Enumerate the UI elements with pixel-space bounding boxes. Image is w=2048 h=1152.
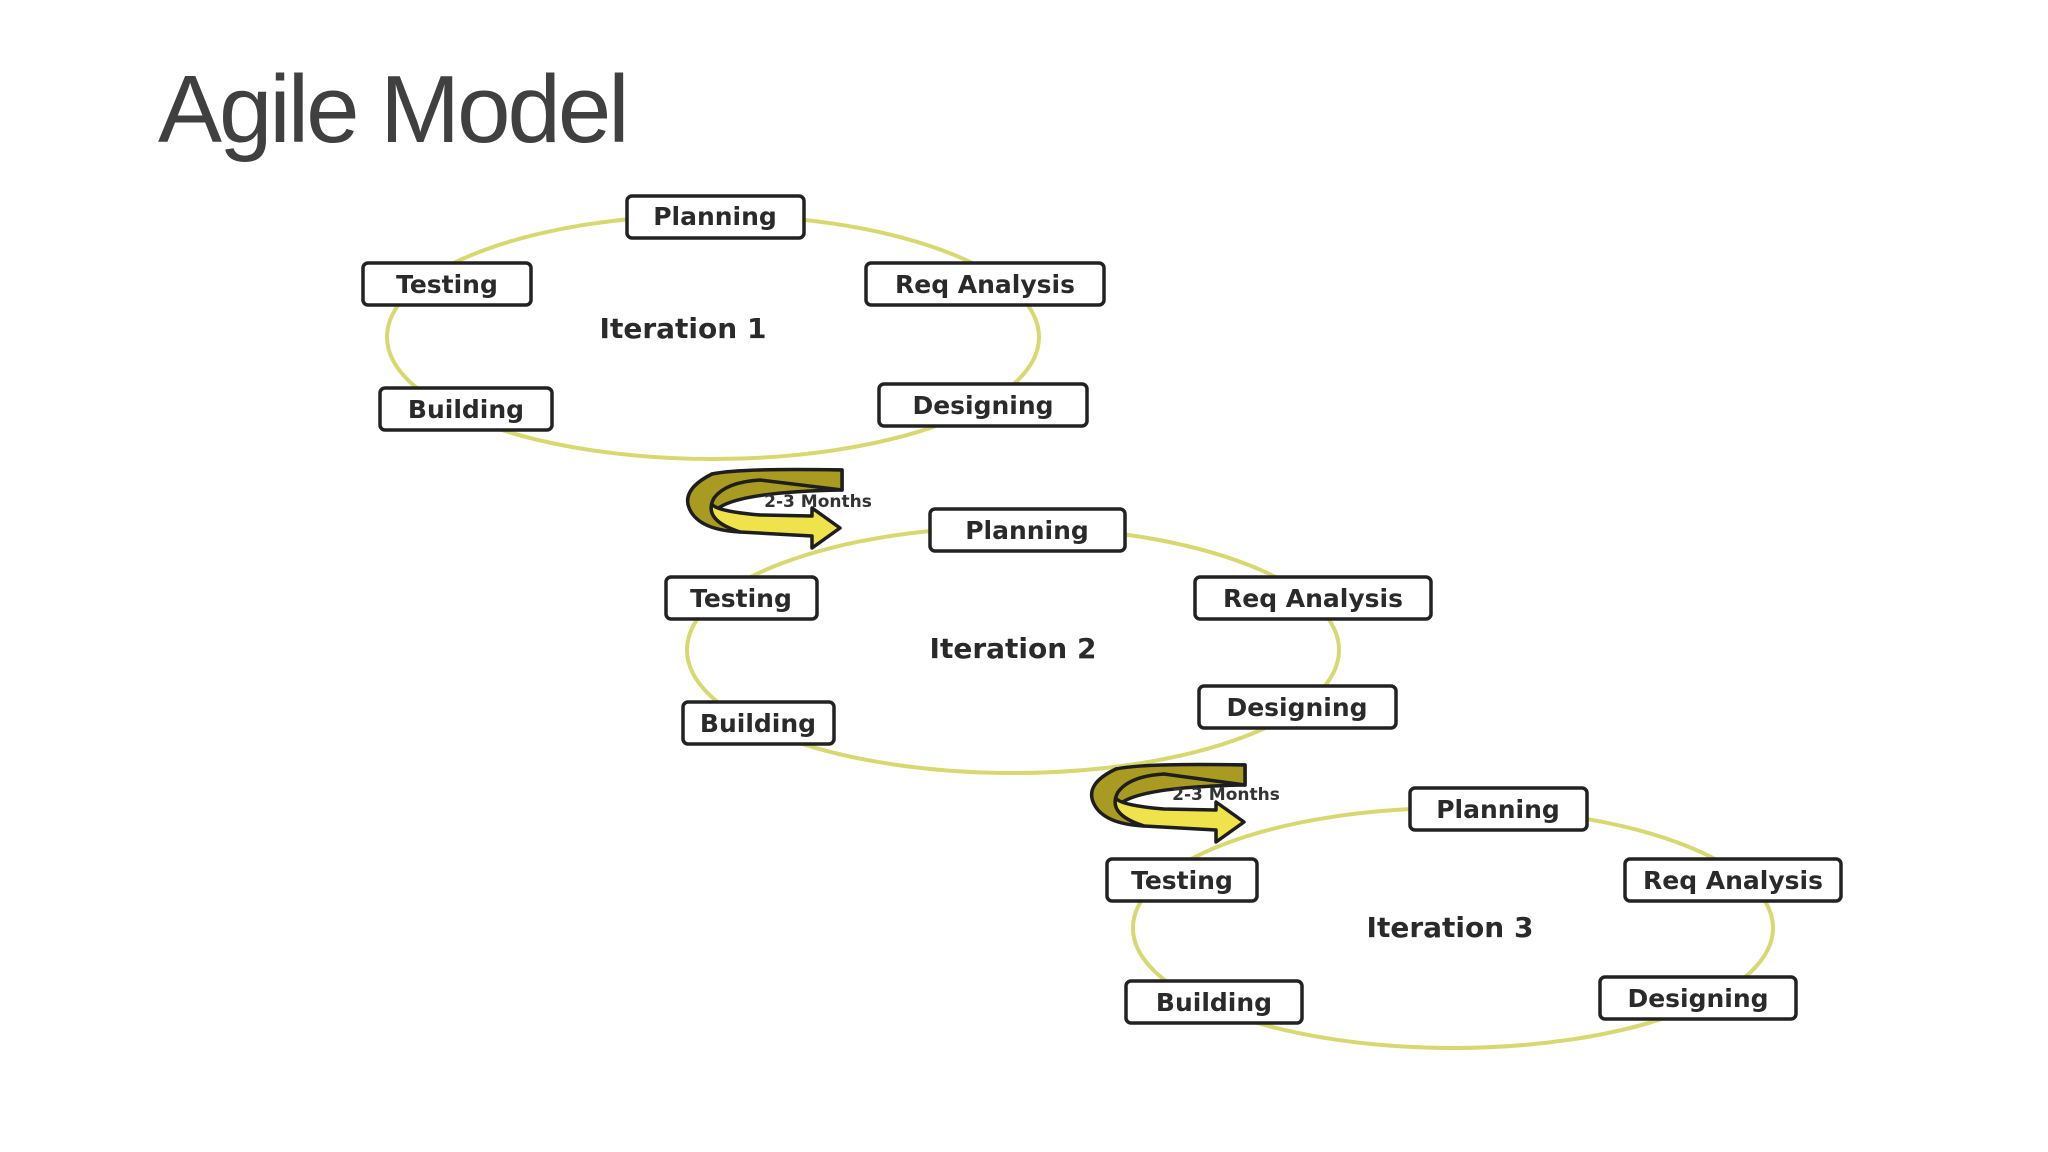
phase-planning: Planning <box>1408 786 1589 832</box>
svg-text:Req Analysis: Req Analysis <box>895 270 1075 299</box>
svg-text:Testing: Testing <box>396 270 498 299</box>
iteration-3-cycle: Iteration 3 Planning Req Analysis Design… <box>1105 786 1843 1050</box>
phase-testing: Testing <box>1105 857 1259 903</box>
svg-text:Req Analysis: Req Analysis <box>1223 584 1403 613</box>
phase-testing: Testing <box>664 575 819 621</box>
transition-label: 2-3 Months <box>764 492 872 512</box>
transition-label: 2-3 Months <box>1172 785 1280 805</box>
phase-building: Building <box>378 386 554 432</box>
iteration-label: Iteration 2 <box>930 632 1097 665</box>
phase-planning: Planning <box>928 507 1127 553</box>
iteration-1-cycle: Iteration 1 Planning Req Analysis Design… <box>361 194 1106 461</box>
svg-text:Building: Building <box>1156 988 1272 1017</box>
transition-arrow-1: 2-3 Months <box>685 467 872 550</box>
phase-building: Building <box>1124 979 1304 1025</box>
phase-req-analysis: Req Analysis <box>1193 575 1433 621</box>
phase-req-analysis: Req Analysis <box>1623 857 1843 903</box>
phase-building: Building <box>681 700 836 746</box>
iteration-label: Iteration 3 <box>1367 911 1534 944</box>
svg-text:Testing: Testing <box>690 584 792 613</box>
svg-text:Planning: Planning <box>1436 795 1560 824</box>
phase-testing: Testing <box>361 261 533 307</box>
svg-text:Testing: Testing <box>1131 866 1233 895</box>
phase-designing: Designing <box>1598 975 1798 1021</box>
svg-text:Planning: Planning <box>653 202 777 231</box>
svg-text:Designing: Designing <box>912 391 1053 420</box>
phase-req-analysis: Req Analysis <box>864 261 1106 307</box>
slide-title: Agile Model <box>158 56 630 163</box>
iteration-2-cycle: Iteration 2 Planning Req Analysis Design… <box>664 507 1433 775</box>
svg-text:Building: Building <box>408 395 524 424</box>
phase-designing: Designing <box>877 382 1089 428</box>
svg-text:Designing: Designing <box>1627 984 1768 1013</box>
transition-arrow-2: 2-3 Months <box>1089 762 1280 844</box>
svg-text:Planning: Planning <box>965 516 1089 545</box>
iteration-label: Iteration 1 <box>600 312 767 345</box>
svg-text:Designing: Designing <box>1226 693 1367 722</box>
svg-text:Building: Building <box>700 709 816 738</box>
svg-text:Req Analysis: Req Analysis <box>1643 866 1823 895</box>
phase-planning: Planning <box>625 194 806 240</box>
phase-designing: Designing <box>1197 684 1398 730</box>
